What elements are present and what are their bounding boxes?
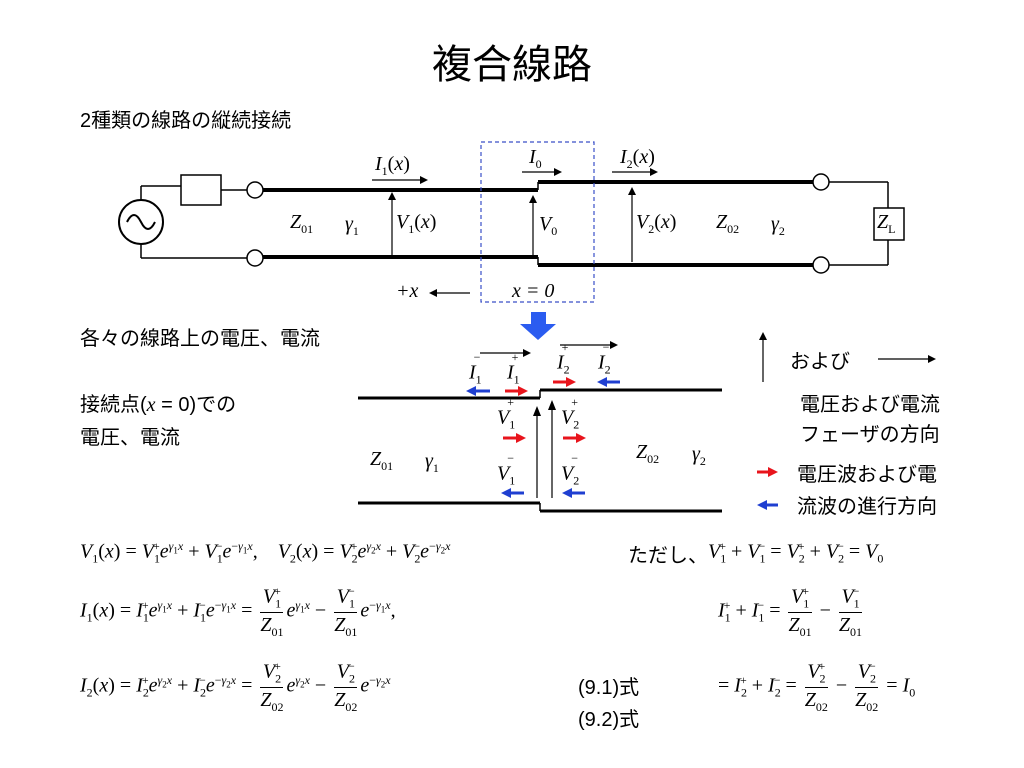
equation-boundary-voltage: V1+ + V1− = V2+ + V2− = V0: [708, 539, 884, 566]
label-provided: ただし、: [628, 545, 708, 567]
label-ZL: ZL: [877, 211, 896, 236]
label-I2-plus: I2+: [557, 340, 570, 377]
label-Z01-mid: Z01: [370, 448, 394, 473]
label-I1-minus: I1−: [469, 350, 482, 387]
page-title: 複合線路: [432, 43, 592, 87]
label-gamma2-mid: γ2: [692, 443, 706, 468]
label-V1-minus: V1−: [497, 451, 516, 488]
label-Z02-mid: Z02: [636, 441, 660, 466]
blue-arrow-icon: [757, 500, 767, 510]
load-impedance-icon: [873, 207, 905, 241]
label-I1-plus: I1+: [507, 350, 520, 387]
label-I0: I0: [529, 146, 542, 171]
ac-source-icon: [118, 199, 164, 245]
blue-arrow-icon: [597, 377, 607, 387]
red-arrow-icon: [518, 386, 528, 396]
label-V1x: V1(x): [396, 211, 437, 236]
label-x-eq-0: x = 0: [512, 280, 555, 302]
junction-dashed-box: [480, 141, 595, 303]
label-I2x: I2(x): [620, 146, 655, 171]
label-Z02: Z02: [716, 211, 740, 236]
label-I2-minus: I2−: [598, 340, 611, 377]
legend-phasor-2: フェーザの方向: [800, 424, 940, 446]
label-gamma1-mid: γ1: [425, 450, 439, 475]
equation-voltage: V1(x) = V1+eγ1x + V1−e−γ1x, V2(x) = V2+e…: [80, 539, 451, 566]
legend-and: および: [790, 351, 850, 373]
red-arrow-icon: [566, 377, 576, 387]
label-gamma2: γ2: [771, 213, 785, 238]
equation-boundary-current-1: I1+ + I1− = V1+Z01 − V1−Z01: [718, 584, 862, 640]
label-each-line: 各々の線路上の電圧、電流: [80, 328, 320, 350]
legend-phasor-1: 電圧および電流: [800, 394, 940, 416]
label-eq92: (9.2)式: [578, 709, 640, 731]
label-junction-1: 接続点(x = 0)での: [80, 394, 237, 416]
down-arrow-icon: [520, 312, 556, 340]
impedance-box-icon: [180, 174, 222, 206]
terminal-circle-icon: [812, 256, 830, 274]
label-gamma1: γ1: [345, 213, 359, 238]
legend-wave-1: 電圧波および電: [797, 464, 937, 486]
label-V2-plus: V2+: [561, 395, 580, 432]
label-V2x: V2(x): [636, 211, 677, 236]
terminal-circle-icon: [246, 181, 264, 199]
subtitle: 2種類の線路の縦続接続: [80, 110, 292, 132]
label-V0: V0: [539, 213, 558, 238]
terminal-circle-icon: [812, 173, 830, 191]
terminal-circle-icon: [246, 249, 264, 267]
blue-arrow-icon: [501, 488, 511, 498]
legend-wave-2: 流波の進行方向: [797, 496, 937, 518]
label-junction-2: 電圧、電流: [80, 427, 180, 449]
label-eq91: (9.1)式: [578, 677, 640, 699]
label-V1-plus: V1+: [497, 395, 516, 432]
blue-arrow-icon: [562, 488, 572, 498]
red-arrow-icon: [576, 433, 586, 443]
label-V2-minus: V2−: [561, 451, 580, 488]
label-Z01: Z01: [290, 211, 314, 236]
equation-boundary-current-2: = I2+ + I2− = V2+Z02 − V2−Z02 = I0: [718, 659, 916, 715]
blue-arrow-icon: [466, 386, 476, 396]
label-I1x: I1(x): [375, 153, 410, 178]
red-arrow-icon: [516, 433, 526, 443]
red-arrow-icon: [768, 467, 778, 477]
label-plus-x: +x: [396, 280, 419, 302]
